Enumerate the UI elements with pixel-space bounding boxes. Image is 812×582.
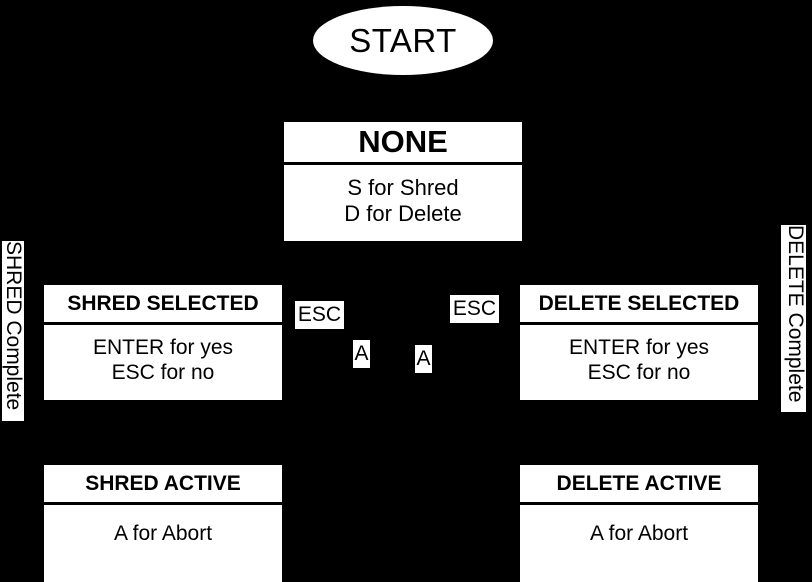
state-title-delete-active: DELETE ACTIVE: [520, 465, 758, 505]
edge-shred-selected-to-active: [163, 400, 165, 465]
start-label: START: [349, 22, 457, 59]
state-node-delete-selected[interactable]: DELETE SELECTED ENTER for yes ESC for no: [520, 285, 758, 400]
edge-start-to-none: [402, 74, 404, 122]
transition-label-abort-left: A: [353, 340, 370, 368]
state-body-line: ENTER for yes: [92, 335, 234, 359]
state-title-shred-selected: SHRED SELECTED: [44, 285, 282, 325]
transition-label-esc-left: ESC: [295, 301, 344, 329]
state-body-line: D for Delete: [344, 201, 462, 226]
transition-label-delete-complete-text: DELETE Complete: [784, 225, 806, 403]
state-title-shred-active: SHRED ACTIVE: [44, 465, 282, 505]
state-body-line: A for Abort: [589, 522, 689, 546]
state-node-start[interactable]: START: [313, 6, 493, 75]
transition-label-esc-right: ESC: [450, 295, 499, 323]
edge-none-to-delete-selected: [403, 241, 639, 243]
state-node-delete-active[interactable]: DELETE ACTIVE A for Abort: [520, 465, 758, 582]
edge-delete-selected-to-active: [638, 400, 640, 465]
state-body-none: S for Shred D for Delete: [284, 165, 522, 241]
state-title-delete-selected: DELETE SELECTED: [520, 285, 758, 325]
state-body-line: S for Shred: [347, 175, 459, 201]
state-node-none[interactable]: NONE S for Shred D for Delete: [284, 122, 522, 241]
state-body-delete-active: A for Abort: [520, 505, 758, 582]
state-body-shred-selected: ENTER for yes ESC for no: [44, 325, 282, 400]
transition-label-abort-right: A: [415, 345, 432, 373]
state-node-shred-selected[interactable]: SHRED SELECTED ENTER for yes ESC for no: [44, 285, 282, 400]
state-title-none: NONE: [284, 122, 522, 165]
edge-none-to-shred-selected: [163, 241, 403, 243]
state-body-line: ESC for no: [587, 360, 691, 384]
state-body-line: ENTER for yes: [568, 335, 710, 359]
transition-label-shred-complete-text: SHRED Complete: [2, 241, 24, 411]
state-body-shred-active: A for Abort: [44, 505, 282, 582]
state-body-delete-selected: ENTER for yes ESC for no: [520, 325, 758, 400]
transition-label-shred-complete: SHRED Complete: [2, 241, 24, 421]
state-body-line: A for Abort: [113, 522, 213, 546]
state-node-shred-active[interactable]: SHRED ACTIVE A for Abort: [44, 465, 282, 582]
state-body-line: ESC for no: [111, 360, 215, 384]
transition-label-delete-complete: DELETE Complete: [781, 225, 806, 412]
